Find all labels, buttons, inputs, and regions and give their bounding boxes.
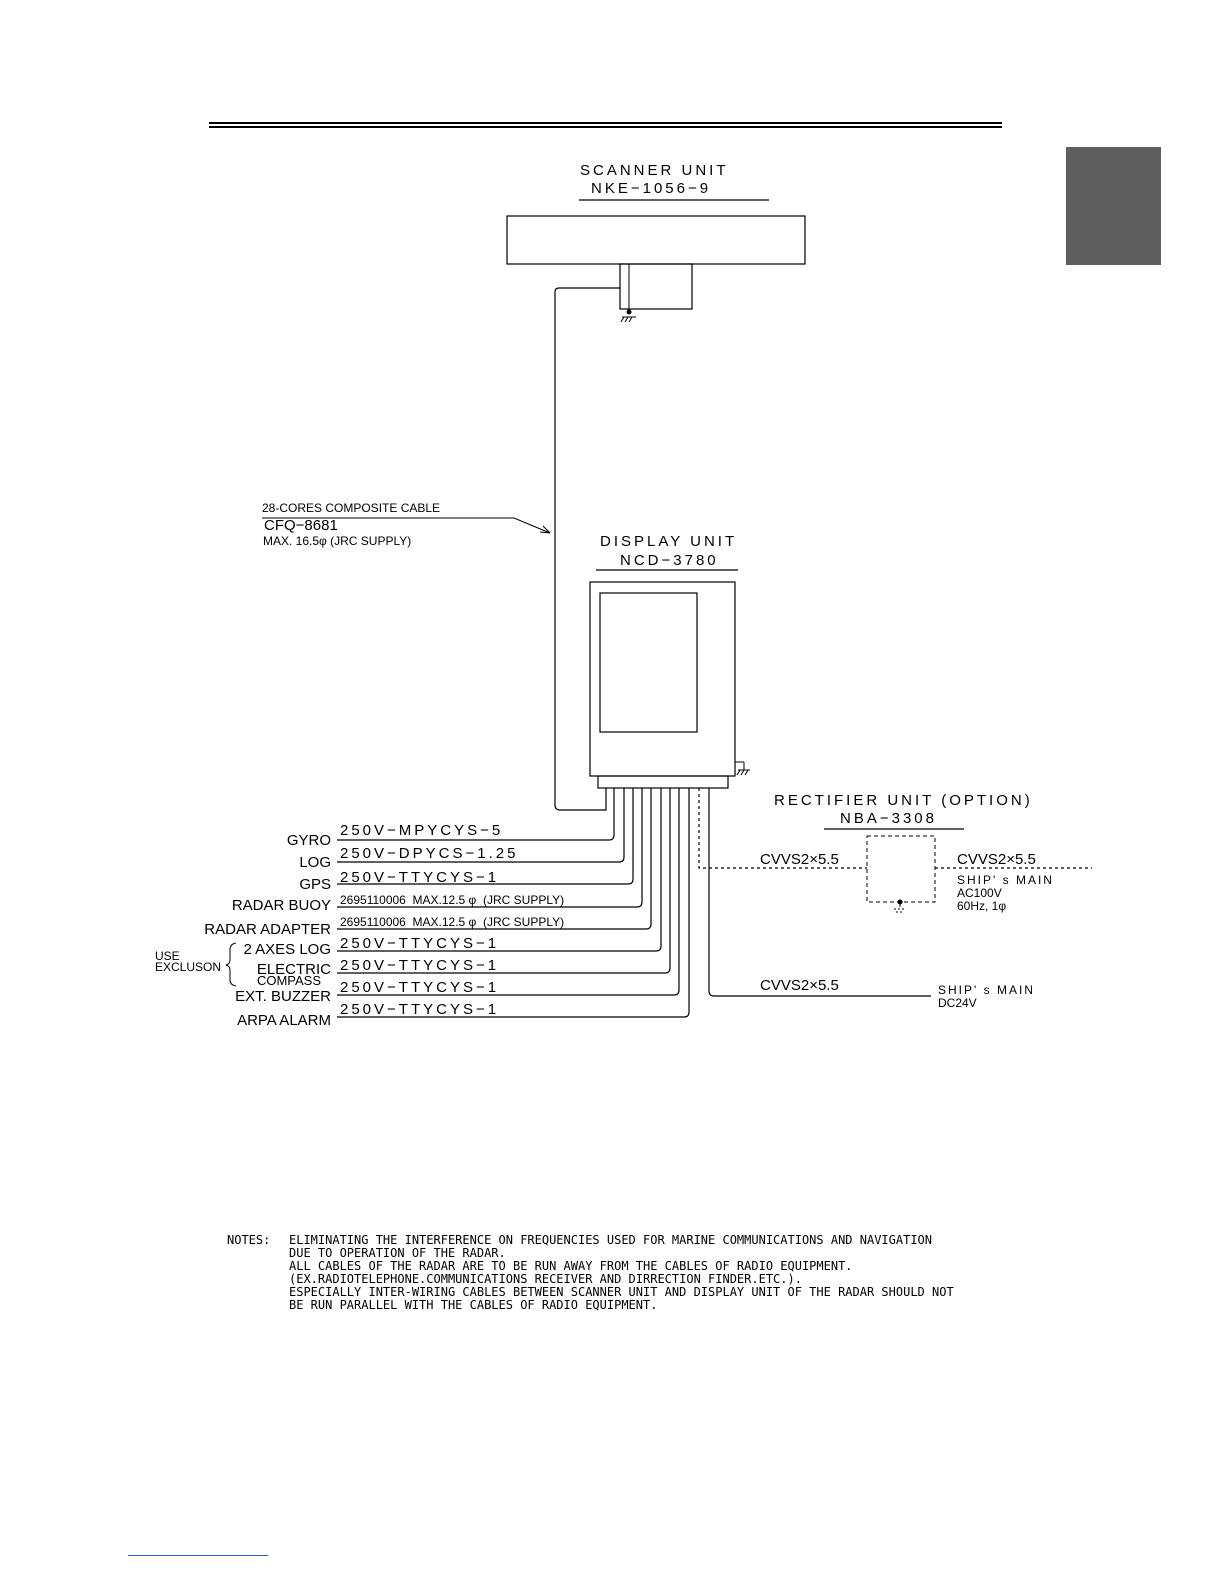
ac-main-label-1: SHIP' s MAIN [957,873,1054,887]
notes-line: DUE TO OPERATION OF THE RADAR. [289,1246,506,1260]
cable-log: 250V−DPYCS−1.25 [340,845,518,862]
scanner-unit-title: SCANNER UNIT [580,162,729,179]
cable-labels: 250V−MPYCYS−5 250V−DPYCS−1.25 250V−TTYCY… [340,822,564,1018]
rectifier-unit-title: RECTIFIER UNIT (OPTION) [774,792,1033,809]
cable-gps: 250V−TTYCYS−1 [340,869,499,886]
device-arpa-alarm: ARPA ALARM [237,1012,331,1029]
composite-cable-leader [262,517,551,534]
device-labels: GYRO LOG GPS RADAR BUOY RADAR ADAPTER 2 … [204,832,331,1029]
cable-ext-buzzer: 250V−TTYCYS−1 [340,979,499,996]
footer-rule [128,1555,268,1556]
cable-radar-buoy: 2695110006 MAX.12.5 φ (JRC SUPPLY) [340,893,564,907]
arpa-alarm-cable-line [337,788,690,1018]
dc-main-label-1: SHIP' s MAIN [938,983,1035,997]
cable-radar-adapter: 2695110006 MAX.12.5 φ (JRC SUPPLY) [340,915,564,929]
cable-electric-compass: 250V−TTYCYS−1 [340,957,499,974]
gyro-cable-line [337,788,615,841]
use-exclusion-bracket [225,942,237,987]
device-log: LOG [299,854,331,871]
device-radar-buoy: RADAR BUOY [232,897,331,914]
scanner-unit-box [506,215,806,265]
display-ground-icon [735,761,750,776]
ext-buzzer-cable-line [337,788,680,996]
rectifier-unit-model: NBA−3308 [840,810,937,827]
display-unit-title: DISPLAY UNIT [600,533,737,550]
notes-line: BE RUN PARALLEL WITH THE CABLES OF RADIO… [289,1298,657,1312]
notes-line: ELIMINATING THE INTERFERENCE ON FREQUENC… [289,1233,932,1247]
ac-main-label-3: 60Hz, 1φ [957,899,1006,913]
use-exclusion-label-2: EXCLUSON [155,960,221,974]
device-electric: ELECTRIC [257,961,331,978]
scanner-pedestal [619,263,693,310]
connector-panel [597,775,729,789]
notes-line: ESPECIALLY INTER-WIRING CABLES BETWEEN S… [289,1285,954,1299]
composite-cable-label-2: CFQ−8681 [264,517,338,534]
device-radar-adapter: RADAR ADAPTER [204,921,331,938]
composite-cable-line [554,287,620,811]
display-unit-box [589,581,736,777]
gps-cable-line [337,788,634,885]
ac-feed-line [698,788,867,869]
device-ext-buzzer: EXT. BUZZER [235,988,331,1005]
ac-main-label-2: AC100V [957,886,1002,900]
radar-buoy-cable-line [337,788,643,908]
two-axes-log-cable-line [337,788,662,952]
display-unit-model: NCD−3780 [620,552,719,569]
power-lines [698,788,1092,997]
radar-adapter-cable-line [337,788,652,930]
scanner-ground-icon [620,264,636,323]
chapter-tab [1066,147,1161,265]
arrow-icon [539,525,551,534]
use-exclusion-label-1: USE [155,949,180,963]
notes-body: ELIMINATING THE INTERFERENCE ON FREQUENC… [289,1233,954,1312]
log-cable-line [337,788,625,863]
dc-main-label-2: DC24V [938,996,977,1010]
cable-arpa-alarm: 250V−TTYCYS−1 [340,1001,499,1018]
electric-compass-cable-line [337,788,671,974]
connection-lines [337,788,690,1018]
device-compass: COMPASS [257,973,321,988]
rectifier-ground-icon [894,899,906,913]
notes-line: ALL CABLES OF THE RADAR ARE TO BE RUN AW… [289,1259,853,1273]
dc-cable-label: CVVS2×5.5 [760,977,839,994]
notes-label: NOTES: [227,1233,270,1247]
display-screen [599,592,698,733]
dc-feed-line [708,788,931,997]
device-gps: GPS [299,876,331,893]
rectifier-unit-box [866,835,936,903]
cable-2-axes-log: 250V−TTYCYS−1 [340,935,499,952]
header-rule [209,122,1002,128]
ac-cable-in-label: CVVS2×5.5 [760,851,839,868]
scanner-unit-model: NKE−1056−9 [591,180,711,197]
cable-gyro: 250V−MPYCYS−5 [340,822,503,839]
notes-line: (EX.RADIOTELEPHONE.COMMUNICATIONS RECEIV… [289,1272,802,1286]
device-2-axes-log: 2 AXES LOG [243,941,331,958]
device-gyro: GYRO [287,832,331,849]
composite-cable-label-3: MAX. 16.5φ (JRC SUPPLY) [263,534,411,548]
ac-cable-out-label: CVVS2×5.5 [957,851,1036,868]
composite-cable-label-1: 28-CORES COMPOSITE CABLE [262,501,440,515]
